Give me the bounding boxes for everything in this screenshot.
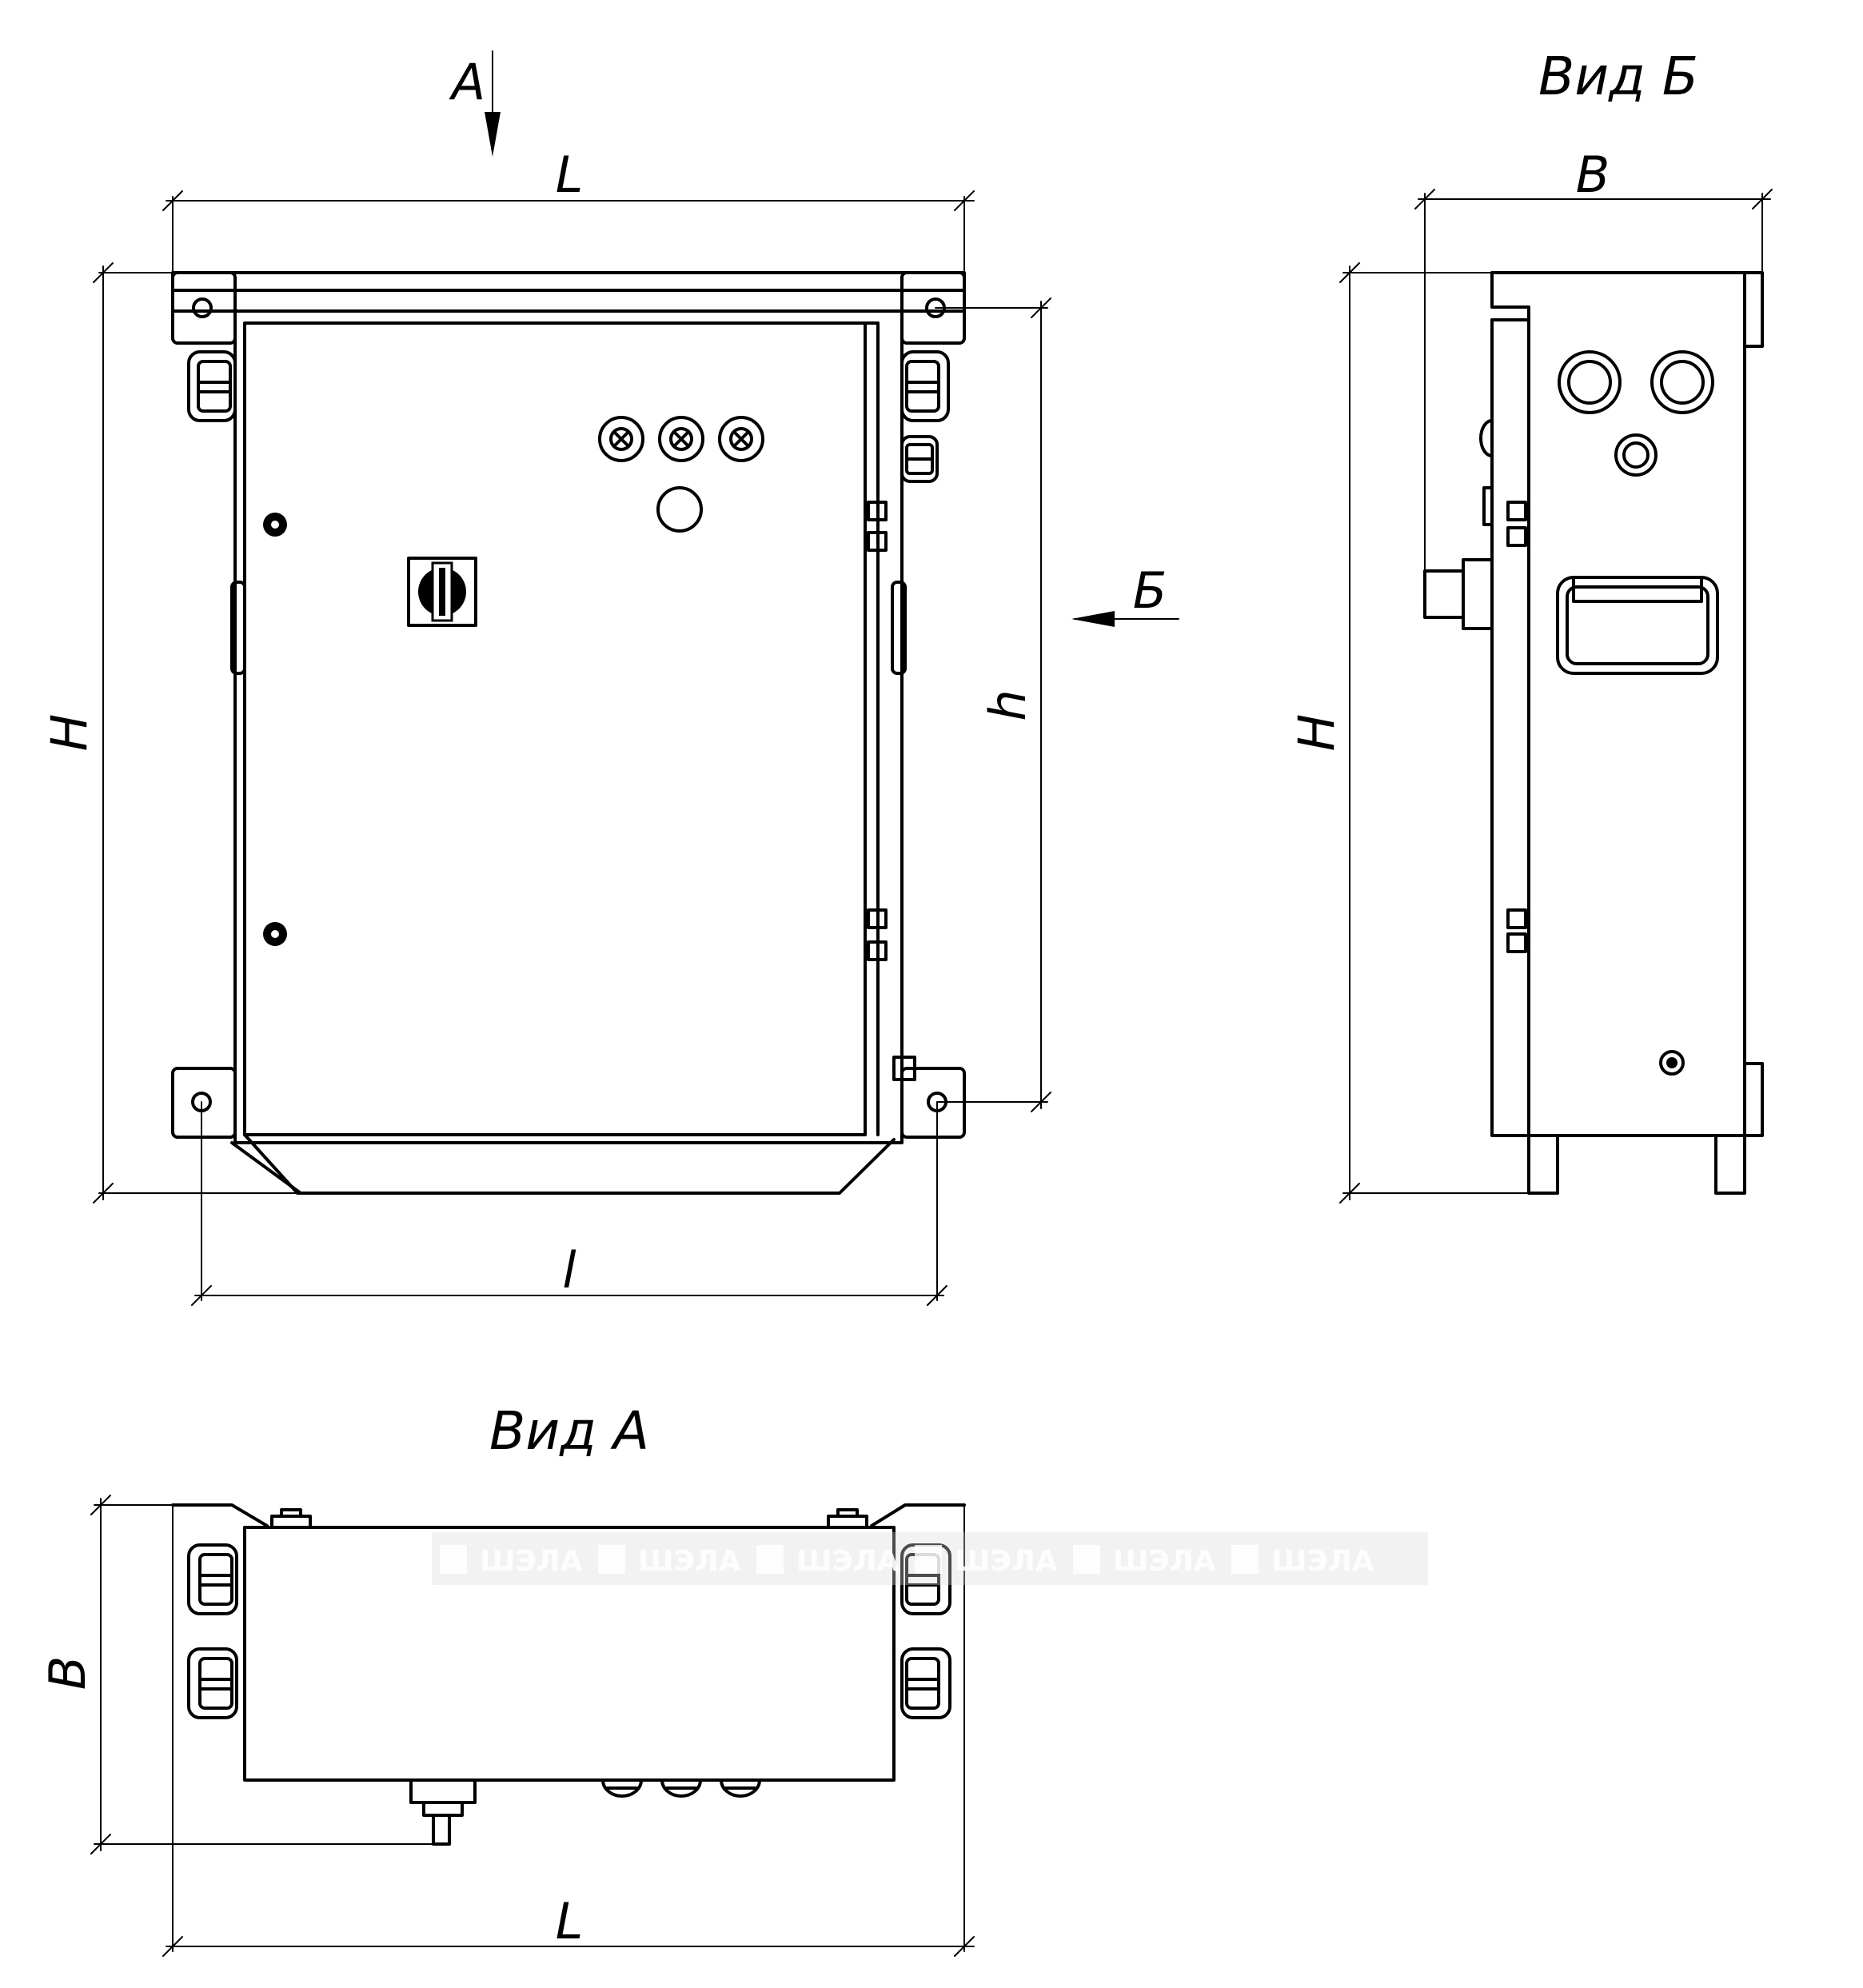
top-cable-gland-right-2 [900, 1647, 951, 1719]
ground-terminal [892, 1056, 916, 1081]
top-cable-gland-left-1 [187, 1543, 238, 1615]
view-a-title: Вид А [489, 1400, 649, 1462]
watermark-logo-icon [440, 1545, 467, 1574]
cable-gland-right-2 [900, 435, 939, 483]
watermark-text: ШЭЛА [1271, 1545, 1374, 1578]
side-switch-knob [1423, 569, 1465, 619]
watermark-logo-icon [756, 1545, 784, 1574]
watermark-text: ШЭЛА [955, 1545, 1058, 1578]
watermark-logo-icon [1231, 1545, 1259, 1574]
watermark-text: ШЭЛА [1113, 1545, 1216, 1578]
dim-B-bottom-label: B [38, 1656, 97, 1691]
indicator-lamp-3 [718, 416, 764, 462]
side-view-b: Вид Б [1287, 46, 1773, 1204]
top-body [243, 1526, 896, 1782]
cable-gland-right-1 [900, 350, 950, 422]
top-view-a: Вид А [38, 1400, 975, 1957]
dim-H-front-label: H [40, 714, 98, 752]
top-flange-right [870, 1503, 966, 1527]
side-hinge-top [1506, 501, 1527, 521]
side-ground-screw [1659, 1050, 1685, 1076]
top-cable-gland-left-2 [187, 1647, 238, 1719]
side-handle-right [891, 581, 907, 675]
top-hinge-left [270, 1515, 312, 1529]
top-switch-base [409, 1778, 477, 1804]
side-tab-bottom [1743, 1062, 1764, 1137]
side-button-protrusion [1482, 486, 1494, 526]
watermark-logo-icon [1073, 1545, 1100, 1574]
side-lamp-protrusion [1479, 419, 1494, 457]
indicator-lamp-1 [598, 416, 644, 462]
watermark: ШЭЛА ШЭЛА ШЭЛА ШЭЛА ШЭЛА ШЭЛА [432, 1532, 1428, 1585]
watermark-logo-icon [915, 1545, 942, 1574]
rotary-switch [407, 557, 477, 627]
top-lamp-1 [601, 1778, 643, 1798]
top-lamp-2 [660, 1778, 702, 1798]
bracket-bottom-left [171, 1067, 237, 1139]
watermark-logo-icon [598, 1545, 625, 1574]
arrow-a-label: А [449, 53, 485, 111]
top-switch-shaft [432, 1814, 451, 1846]
top-hinge-right [827, 1515, 868, 1529]
watermark-text: ШЭЛА [480, 1545, 583, 1578]
view-a-arrow [485, 112, 501, 157]
side-cable-gland-large-1 [1558, 350, 1622, 414]
side-tab-top [1743, 271, 1764, 348]
side-leg-left [1527, 1134, 1559, 1195]
dim-L-bottom-label: L [556, 1892, 584, 1950]
hinge-bottom [867, 908, 888, 961]
view-b-title: Вид Б [1538, 46, 1698, 107]
top-lamp-3 [720, 1778, 761, 1798]
dim-B-side-label: B [1576, 146, 1610, 204]
view-b-arrow [1071, 611, 1115, 627]
side-leg-right [1714, 1134, 1746, 1195]
dim-l-label: l [562, 1241, 576, 1299]
top-flange-left [171, 1503, 269, 1527]
front-view: А Б L H h l [40, 50, 1179, 1306]
side-hinge-bottom [1506, 908, 1527, 929]
dim-h-label: h [979, 689, 1037, 721]
bottom-chamfer [243, 1133, 896, 1195]
hinge-top [867, 501, 888, 552]
push-button [656, 486, 703, 533]
side-cable-gland-large-2 [1650, 350, 1714, 414]
enclosure-door [243, 321, 867, 1136]
enclosure-body [233, 309, 904, 1144]
dim-H-side-label: H [1287, 714, 1346, 752]
side-cable-gland-small [1614, 433, 1658, 477]
indicator-lamp-2 [658, 416, 704, 462]
watermark-text: ШЭЛА [638, 1545, 741, 1578]
cable-gland-left-1 [187, 350, 237, 422]
side-carry-handle [1556, 576, 1719, 675]
bracket-top-left [171, 271, 237, 345]
arrow-b-label: Б [1133, 561, 1167, 620]
dim-L-top-label: L [556, 146, 584, 204]
watermark-text: ШЭЛА [796, 1545, 900, 1578]
side-handle-left [230, 581, 246, 675]
